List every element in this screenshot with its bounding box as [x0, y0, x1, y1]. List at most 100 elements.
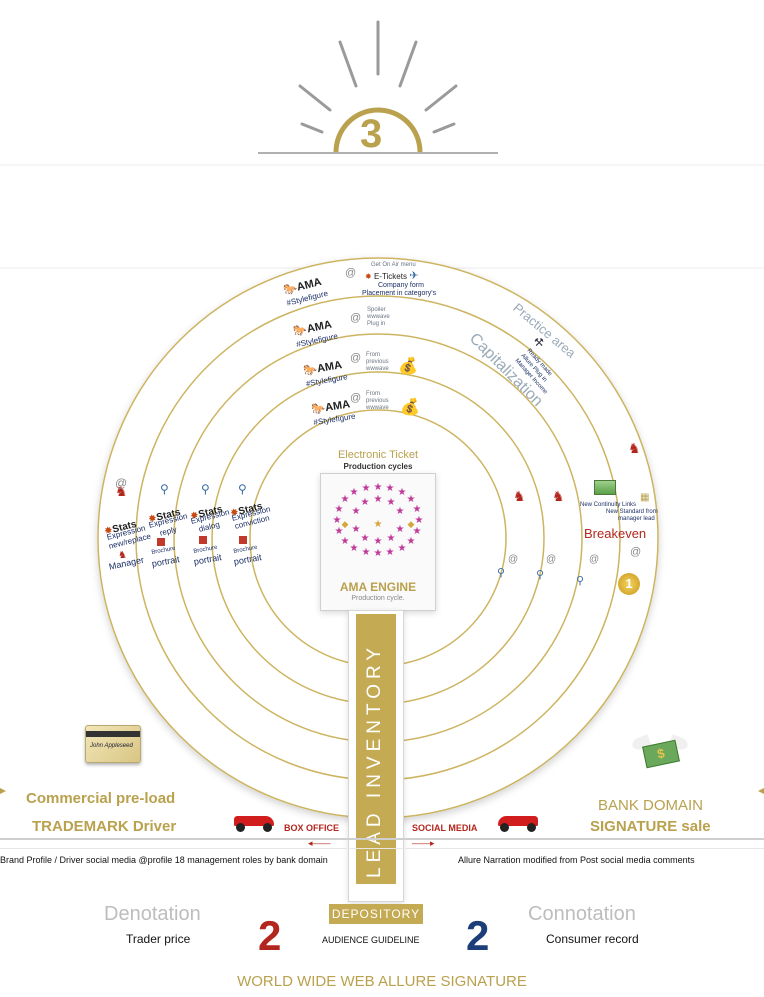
svg-text:★: ★	[387, 497, 396, 508]
ring-4-at: @	[350, 392, 362, 404]
svg-text:★: ★	[335, 526, 344, 537]
svg-text:★: ★	[407, 494, 416, 505]
race-car-icon-left	[232, 808, 276, 832]
right-block-line2: SIGNATURE sale	[590, 818, 711, 835]
figure-icon: ⚲	[536, 569, 545, 581]
figure-icon: ⚲	[497, 567, 506, 579]
ring-4-note-2: previous	[366, 398, 389, 404]
ama-engine-box: ★★★★ ★★★★ ★★★★ ★★★★ ★★★★ ★★★★ ★★★★ ★★ ★ …	[320, 473, 436, 611]
svg-text:★: ★	[396, 524, 405, 535]
left-block-line1: Commercial pre-load	[26, 790, 176, 807]
ring-2-note-3: Plug in	[367, 321, 386, 327]
svg-text:★: ★	[374, 548, 383, 559]
engine-top-sub: Production cycles	[343, 462, 413, 471]
medal-icon: 1	[618, 573, 640, 595]
lead-inventory-label: LEAD INVENTORY	[364, 642, 385, 878]
svg-text:★: ★	[333, 515, 342, 526]
svg-text:★: ★	[374, 482, 383, 493]
maple-leaf-icon: ✸	[365, 272, 372, 281]
svg-text:★: ★	[398, 543, 407, 554]
flying-money-icon: $	[630, 727, 690, 775]
svg-text:★: ★	[413, 526, 422, 537]
ring-3-note-3: wwwave	[366, 366, 389, 372]
breakeven-label: Breakeven	[584, 526, 647, 541]
svg-text:★: ★	[350, 487, 359, 498]
svg-text:★: ★	[361, 497, 370, 508]
svg-text:★: ★	[387, 533, 396, 544]
red-figure-icon: ♞	[115, 483, 128, 499]
right-number: 2	[466, 912, 490, 959]
new-standard-2: manager lead	[618, 516, 655, 522]
svg-text:★: ★	[398, 487, 407, 498]
sunburst-header	[0, 20, 764, 166]
at-icon: @	[589, 554, 600, 565]
money-bag-icon: 💰	[400, 399, 420, 416]
svg-text:★: ★	[407, 536, 416, 547]
ring-1-sub-1: Company form	[378, 282, 424, 289]
engine-title: AMA ENGINE	[339, 580, 417, 594]
brochure-icon	[199, 536, 207, 544]
card-name: John Appleseed	[90, 743, 133, 749]
svg-text:★: ★	[362, 483, 371, 494]
connotation-label: Connotation	[528, 903, 636, 925]
left-number: 2	[258, 912, 282, 959]
money-bag-icon: 💰	[398, 358, 418, 375]
at-icon: @	[508, 554, 519, 565]
svg-text:★: ★	[341, 536, 350, 547]
box-office-label: BOX OFFICE	[284, 823, 340, 833]
red-figure-icon: ♞	[628, 440, 641, 456]
continuity-icon: ▦	[640, 492, 650, 503]
road-icon	[594, 480, 616, 495]
denotation-label: Denotation	[104, 903, 201, 925]
figure-icon: ⚲	[576, 575, 585, 587]
ring-4-note-3: wwwave	[366, 405, 389, 411]
ring-2-at: @	[350, 312, 362, 324]
svg-text:★: ★	[335, 504, 344, 515]
svg-text:★: ★	[352, 524, 361, 535]
at-icon: @	[115, 476, 128, 490]
ring-3-note-1: From	[366, 352, 380, 358]
red-figure-icon: ♞	[513, 488, 526, 504]
arrow-left-icon: ◂——	[308, 838, 331, 848]
ring-1-sub-2: Placement in category's	[362, 290, 437, 297]
ring-2-note-1: Spoiler	[367, 307, 386, 313]
svg-text:★: ★	[413, 504, 422, 515]
social-media-label: SOCIAL MEDIA	[412, 823, 478, 833]
svg-text:◆: ◆	[342, 519, 349, 529]
right-block-line1: BANK DOMAIN	[598, 797, 704, 814]
svg-text:★: ★	[374, 494, 383, 505]
ring-1-note: Get On Air menu	[371, 262, 416, 268]
svg-text:★: ★	[386, 547, 395, 558]
svg-text:★: ★	[350, 543, 359, 554]
ring-1-at: @	[345, 267, 357, 279]
ring-1-eticket: ✸ E-Tickets ✈	[365, 270, 419, 282]
depository-label: DEPOSITORY	[329, 904, 423, 924]
ring-3-at: @	[350, 352, 362, 364]
arrow-right-icon: ——▸	[412, 838, 435, 848]
svg-text:★: ★	[396, 506, 405, 517]
svg-text:★: ★	[374, 519, 383, 530]
at-icon: @	[630, 546, 642, 558]
left-block-line2: TRADEMARK Driver	[32, 818, 177, 835]
airplane-icon: ✈	[409, 270, 419, 282]
svg-text:★: ★	[341, 494, 350, 505]
svg-text:★: ★	[374, 536, 383, 547]
right-block-desc: Allure Narration modified from Post soci…	[458, 855, 695, 865]
blue-figure-icon: ⚲	[238, 482, 247, 496]
consumer-record-label: Consumer record	[546, 932, 639, 946]
ring-4-note-1: From	[366, 391, 380, 397]
step-number: 3	[360, 112, 383, 156]
footer-title: WORLD WIDE WEB ALLURE SIGNATURE	[237, 973, 527, 990]
svg-text:◆: ◆	[408, 519, 415, 529]
trader-price-label: Trader price	[126, 932, 191, 946]
engine-sub: Production cycle.	[351, 595, 405, 602]
blue-figure-icon: ⚲	[201, 482, 210, 496]
audience-guideline-label: AUDIENCE GUIDELINE	[322, 935, 420, 945]
new-standard-1: New Standard from	[606, 509, 658, 515]
svg-text:★: ★	[352, 506, 361, 517]
blue-figure-icon: ⚲	[160, 482, 169, 496]
engine-top-title: Electronic Ticket	[337, 449, 419, 461]
brochure-icon	[239, 536, 247, 544]
brochure-icon	[157, 538, 165, 546]
race-car-icon-right	[496, 808, 540, 832]
